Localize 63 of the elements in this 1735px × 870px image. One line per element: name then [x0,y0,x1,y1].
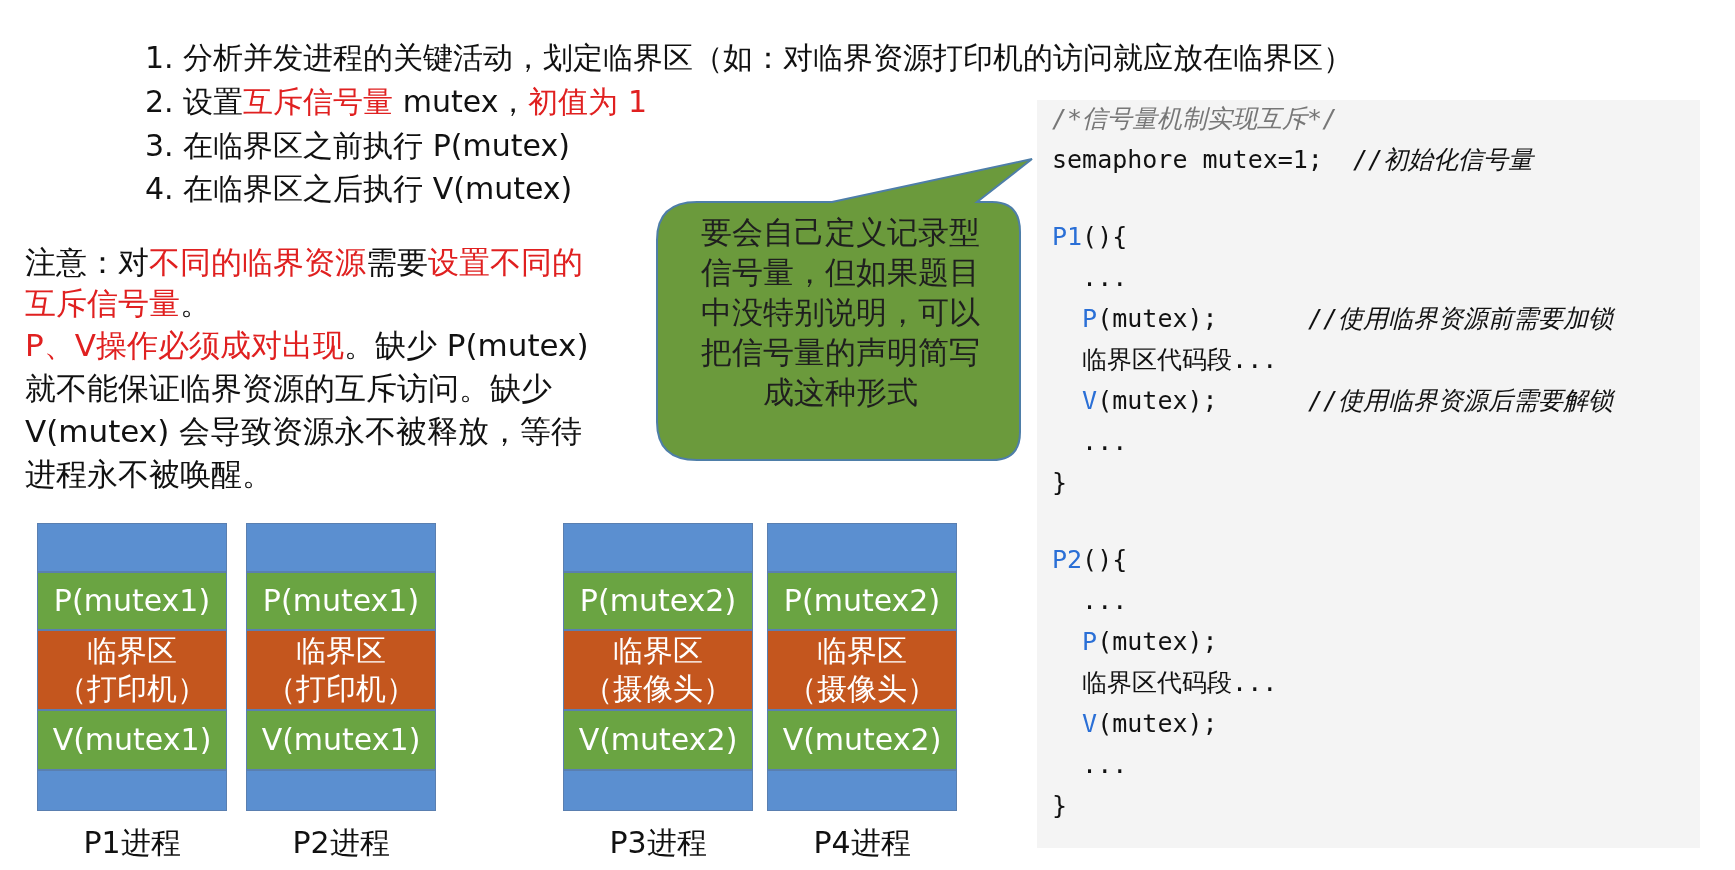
code-line: P(mutex); //使用临界资源前需要加锁 [1081,304,1613,334]
list-item: 2. 设置互斥信号量 mutex，初值为 1 [145,83,649,121]
semaphore-operation-block [37,710,227,770]
code-line: ... [1081,263,1128,293]
semaphore-operation-block [37,572,227,630]
critical-section-block [767,630,957,710]
code-line: P1(){ [1052,222,1128,252]
critical-section-text: （摄像头） [583,670,733,708]
list-item: 3. 在临界区之前执行 P(mutex) [145,127,571,165]
semaphore-operation-block [563,710,753,770]
code-line: V(mutex); [1081,709,1218,739]
code-line: semaphore mutex=1; //初始化信号量 [1052,145,1534,175]
blank-bar [246,523,436,572]
code-line: ... [1081,427,1128,457]
bubble-text: 要会自己定义记录型信号量，但如果题目中没特别说明，可以把信号量的声明简写成这种形式 [699,213,981,412]
critical-section-block [563,630,753,710]
operation-text: V(mutex1) [261,721,421,759]
process-label: P4进程 [813,825,911,861]
operation-text: P(mutex1) [53,582,211,620]
code-line: P(mutex); [1081,627,1218,657]
code-line: 临界区代码段... [1081,345,1278,375]
blank-bar [37,523,227,572]
operation-text: V(mutex2) [782,721,942,759]
semaphore-operation-block [563,572,753,630]
semaphore-operation-block [767,572,957,630]
process-label: P1进程 [83,825,181,861]
critical-section-block [37,630,227,710]
process-label: P3进程 [609,825,707,861]
code-line: } [1052,791,1068,821]
critical-section-text: （打印机） [266,670,416,708]
semaphore-operation-block [246,572,436,630]
blank-bar [563,770,753,811]
operation-text: V(mutex2) [578,721,738,759]
code-line: P2(){ [1052,545,1128,575]
code-line: ... [1081,586,1128,616]
code-line: 临界区代码段... [1081,668,1278,698]
critical-section-block [246,630,436,710]
code-line: V(mutex); //使用临界资源后需要解锁 [1081,386,1613,416]
blank-bar [246,770,436,811]
blank-bar [767,770,957,811]
operation-text: V(mutex1) [52,721,212,759]
semaphore-operation-block [246,710,436,770]
code-line: ... [1081,750,1128,780]
operation-text: P(mutex2) [579,582,737,620]
critical-section-text: （摄像头） [787,670,937,708]
operation-text: P(mutex1) [262,582,420,620]
critical-section-text: 临界区 [87,632,177,670]
blank-bar [563,523,753,572]
critical-section-text: 临界区 [613,632,703,670]
process-label: P2进程 [292,825,390,861]
note-paragraph: P、V操作必须成对出现。缺少 P(mutex) 就不能保证临界资源的互斥访问。缺少 V(mutex) 会导致资源永不被释放，等待进程永不被唤醒。 [25,326,590,494]
list-item: 4. 在临界区之后执行 V(mutex) [145,170,574,208]
critical-section-text: （打印机） [57,670,207,708]
list-item: 1. 分析并发进程的关键活动，划定临界区（如：对临界资源打印机的访问就应放在临界区） [145,39,1355,77]
blank-bar [37,770,227,811]
note-paragraph: 注意：对不同的临界资源需要设置不同的互斥信号量。 [25,243,584,323]
critical-section-text: 临界区 [817,632,907,670]
code-line: } [1052,468,1068,498]
code-line: /*信号量机制实现互斥*/ [1052,104,1338,134]
operation-text: P(mutex2) [783,582,941,620]
critical-section-text: 临界区 [296,632,386,670]
blank-bar [767,523,957,572]
semaphore-operation-block [767,710,957,770]
